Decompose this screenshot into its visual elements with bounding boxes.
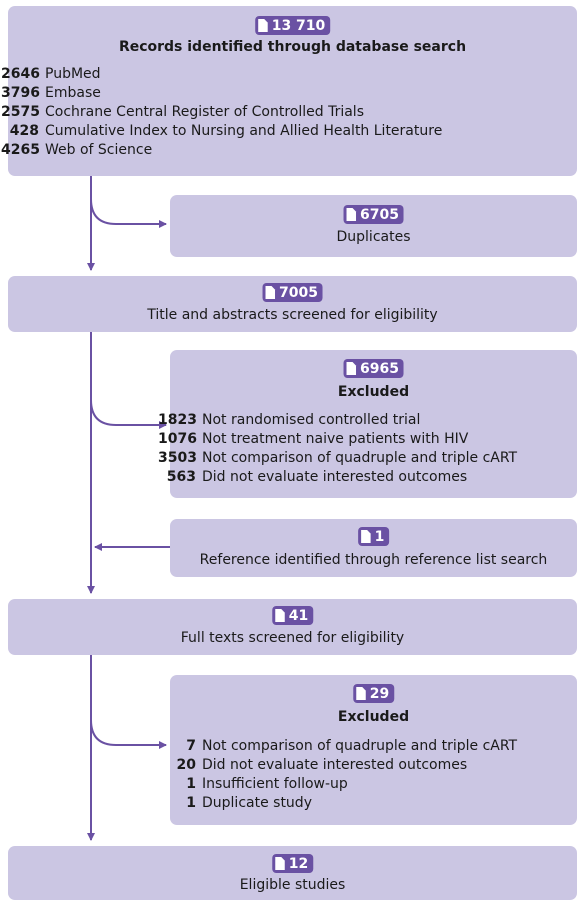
duplicates-count-badge: 6705 xyxy=(343,205,404,224)
screened-count-badge: 7005 xyxy=(262,283,323,302)
duplicates-box: 6705 Duplicates xyxy=(170,195,577,257)
reference-box: 1 Reference identified through reference… xyxy=(170,519,577,577)
duplicates-title: Duplicates xyxy=(336,229,411,245)
records-title: Records identified through database sear… xyxy=(118,39,467,55)
document-icon xyxy=(346,362,357,375)
fulltexts-title: Full texts screened for eligibility xyxy=(180,630,405,646)
document-icon xyxy=(355,687,366,700)
reference-title: Reference identified through reference l… xyxy=(199,552,548,568)
excluded2-count-badge: 29 xyxy=(352,684,395,703)
document-icon xyxy=(346,208,357,221)
screened-count: 7005 xyxy=(279,284,318,301)
excluded2-title: Excluded xyxy=(337,709,410,725)
records-count: 13 710 xyxy=(271,17,326,34)
fulltexts-count: 41 xyxy=(288,607,309,624)
excluded1-count: 6965 xyxy=(360,360,399,377)
eligible-count: 12 xyxy=(288,855,309,872)
document-icon xyxy=(265,286,276,299)
document-icon xyxy=(360,530,371,543)
records-count-badge: 13 710 xyxy=(254,16,331,35)
excluded1-title: Excluded xyxy=(337,384,410,400)
document-icon xyxy=(274,609,285,622)
fulltexts-box: 41 Full texts screened for eligibility xyxy=(8,599,577,655)
screened-box: 7005 Title and abstracts screened for el… xyxy=(8,276,577,332)
arrow-to-excluded1 xyxy=(90,399,167,429)
records-box: 13 710 Records identified through databa… xyxy=(1,6,577,176)
eligible-box: 12 Eligible studies xyxy=(8,846,577,900)
reference-count: 1 xyxy=(374,528,385,545)
arrow-to-duplicates xyxy=(90,198,167,228)
excluded1-count-badge: 6965 xyxy=(343,359,404,378)
fulltexts-count-badge: 41 xyxy=(271,606,314,625)
duplicates-count: 6705 xyxy=(360,206,399,223)
arrow-to-excluded2 xyxy=(90,719,167,749)
excluded2-count: 29 xyxy=(369,685,390,702)
document-icon xyxy=(257,19,268,32)
document-icon xyxy=(274,857,285,870)
screened-title: Title and abstracts screened for eligibi… xyxy=(147,307,438,323)
eligible-title: Eligible studies xyxy=(239,877,346,893)
reference-count-badge: 1 xyxy=(357,527,390,546)
eligible-count-badge: 12 xyxy=(271,854,314,873)
